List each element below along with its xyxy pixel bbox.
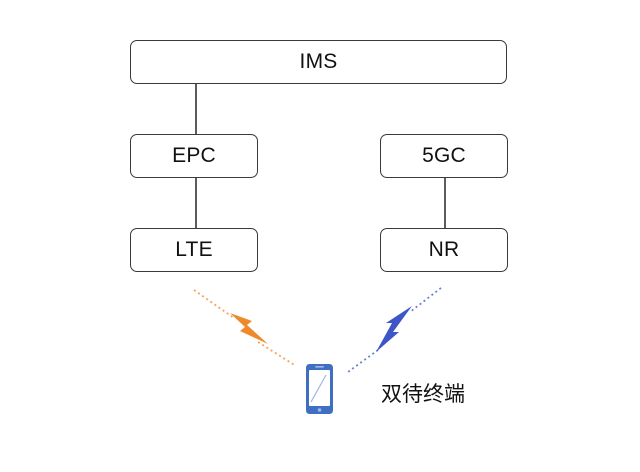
smartphone-icon — [306, 364, 333, 414]
lte-radio-link-lower — [257, 341, 297, 367]
5gc-box: 5GC — [380, 134, 508, 178]
lte-box: LTE — [130, 228, 258, 272]
terminal-label: 双待终端 — [381, 382, 465, 406]
epc-box: EPC — [130, 134, 258, 178]
nr-label: NR — [428, 238, 460, 261]
nr-radio-link-upper — [409, 287, 442, 313]
nr-box: NR — [380, 228, 508, 272]
nr-radio-link-lower — [347, 349, 379, 373]
lte-radio-link-upper — [193, 289, 235, 319]
ims-box: IMS — [130, 40, 507, 84]
epc-label: EPC — [172, 144, 216, 167]
lte-label: LTE — [175, 238, 213, 261]
ims-label: IMS — [299, 50, 338, 73]
5gc-label: 5GC — [422, 144, 466, 167]
lightning-bolt-icon — [376, 306, 412, 352]
lightning-bolt-icon — [230, 313, 268, 344]
